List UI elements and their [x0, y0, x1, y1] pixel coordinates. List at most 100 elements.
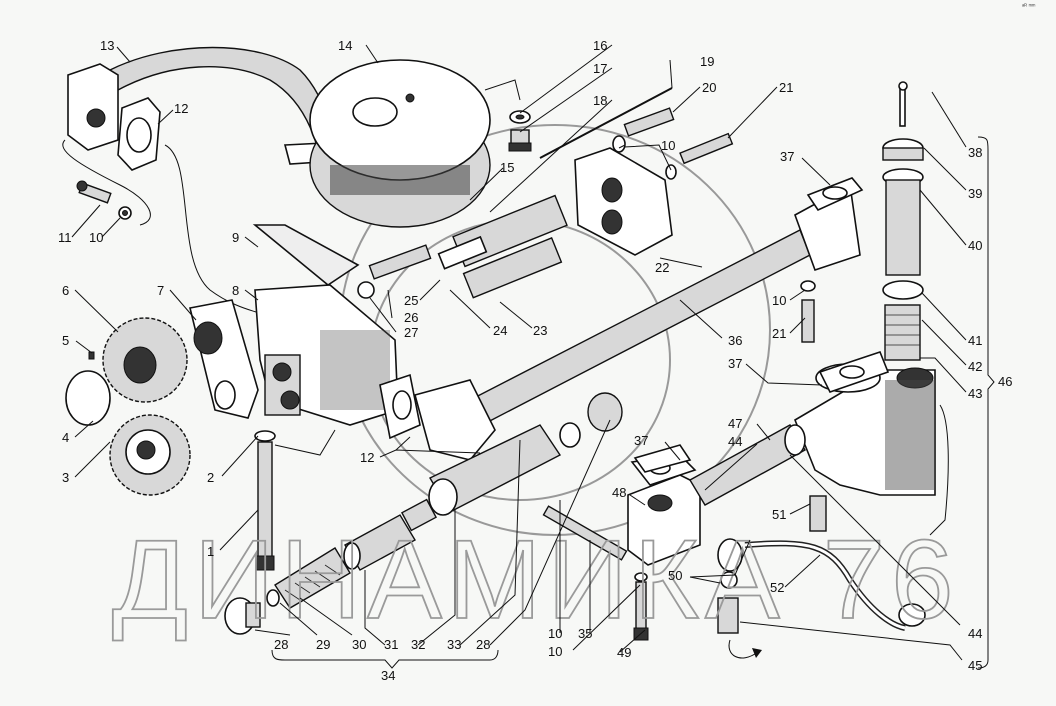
gasket-37-low — [633, 444, 692, 473]
washer-29 — [266, 589, 280, 607]
callout-23: 23 — [533, 323, 547, 338]
arrow-head-icon — [752, 648, 762, 658]
callout-35: 35 — [578, 626, 592, 641]
callout-21-mid: 21 — [772, 326, 786, 341]
callout-21-top: 21 — [779, 80, 793, 95]
callout-39: 39 — [968, 186, 982, 201]
callout-40: 40 — [968, 238, 982, 253]
callout-26: 26 — [404, 310, 418, 325]
bolt-51 — [809, 495, 827, 532]
callout-49: 49 — [617, 645, 631, 660]
valve-housing — [428, 392, 623, 516]
callout-4: 4 — [62, 430, 69, 445]
callout-20: 20 — [702, 80, 716, 95]
pipe-52 — [717, 538, 926, 631]
callout-30: 30 — [352, 637, 366, 652]
callout-41: 41 — [968, 333, 982, 348]
corner-mark: ᵃᴿ ᵐᵐ — [1022, 3, 1036, 10]
callout-37-mid: 37 — [728, 356, 742, 371]
callout-10-top: 10 — [661, 138, 675, 153]
callout-8: 8 — [232, 283, 239, 298]
rotate-arrow-icon — [728, 639, 759, 659]
plug-17 — [508, 129, 532, 152]
washer-10-left — [118, 206, 132, 220]
cap-4 — [65, 370, 111, 426]
callout-37-top: 37 — [780, 149, 794, 164]
bolt-35 — [542, 505, 628, 561]
pipe-housing-12 — [379, 373, 496, 461]
assembly-line — [929, 404, 949, 536]
callout-51: 51 — [772, 507, 786, 522]
callout-5: 5 — [62, 333, 69, 348]
gear-6 — [102, 317, 188, 403]
callout-12-top: 12 — [174, 101, 188, 116]
callout-22: 22 — [655, 260, 669, 275]
valve-block — [784, 363, 936, 496]
oil-strainer — [309, 59, 491, 228]
callout-12-low: 12 — [360, 450, 374, 465]
callouts: 13 14 12 11 10 16 17 18 19 20 21 10 15 9… — [58, 38, 1012, 683]
gear-3 — [109, 414, 191, 496]
spring-42 — [884, 304, 921, 361]
callout-31: 31 — [384, 637, 398, 652]
callout-45: 45 — [968, 658, 982, 673]
callout-13: 13 — [100, 38, 114, 53]
assembly-line — [484, 79, 521, 101]
callout-17: 17 — [593, 61, 607, 76]
callout-38: 38 — [968, 145, 982, 160]
pump-gears — [437, 194, 568, 299]
callout-19: 19 — [700, 54, 714, 69]
assembly-line — [164, 144, 257, 313]
plate-9 — [252, 224, 360, 286]
bearing-plate-7 — [189, 299, 259, 419]
callout-14: 14 — [338, 38, 352, 53]
callout-46: 46 — [998, 374, 1012, 389]
cap-39 — [882, 138, 924, 161]
callout-42: 42 — [968, 359, 982, 374]
callout-11: 11 — [58, 230, 72, 245]
valve-40 — [882, 168, 924, 276]
key-5 — [88, 351, 95, 360]
bolt-11 — [76, 180, 112, 204]
washer-16 — [509, 110, 531, 124]
intake-pipe — [67, 46, 352, 165]
callout-16: 16 — [593, 38, 607, 53]
gasket-12-top — [117, 97, 161, 171]
callout-9: 9 — [232, 230, 239, 245]
callout-28-right: 28 — [476, 637, 490, 652]
pin-25-26-27 — [357, 244, 432, 299]
callout-25: 25 — [404, 293, 418, 308]
callout-36: 36 — [728, 333, 742, 348]
callout-10-right: 10 — [772, 293, 786, 308]
callout-18: 18 — [593, 93, 607, 108]
callout-15: 15 — [500, 160, 514, 175]
bolt-21-mid — [800, 280, 816, 343]
delivery-pipe-36 — [469, 177, 864, 426]
callout-29: 29 — [316, 637, 330, 652]
callout-27: 27 — [404, 325, 418, 340]
assembly-line — [62, 139, 151, 226]
callout-2: 2 — [207, 470, 214, 485]
valve-piston-31 — [343, 498, 438, 571]
pump-body — [254, 284, 399, 426]
callout-44-top: 44 — [728, 434, 742, 449]
callout-33: 33 — [447, 637, 461, 652]
callout-43: 43 — [968, 386, 982, 401]
washers-10-top — [612, 135, 677, 180]
leader-lines — [71, 44, 995, 669]
cotter-pin-38 — [898, 81, 908, 127]
pipe-47 — [689, 424, 806, 506]
callout-28-left: 28 — [274, 637, 288, 652]
callout-10-bottom: 10 — [548, 644, 562, 659]
watermark-text: ДИНАМИКА 76 — [112, 517, 959, 642]
gasket-37-mid — [818, 351, 890, 393]
nut-45 — [717, 597, 739, 634]
callout-7: 7 — [157, 283, 164, 298]
callout-32: 32 — [411, 637, 425, 652]
callout-47: 47 — [728, 416, 742, 431]
washers-50 — [720, 571, 738, 589]
pump-cover — [574, 147, 673, 256]
callout-10-left: 10 — [89, 230, 103, 245]
